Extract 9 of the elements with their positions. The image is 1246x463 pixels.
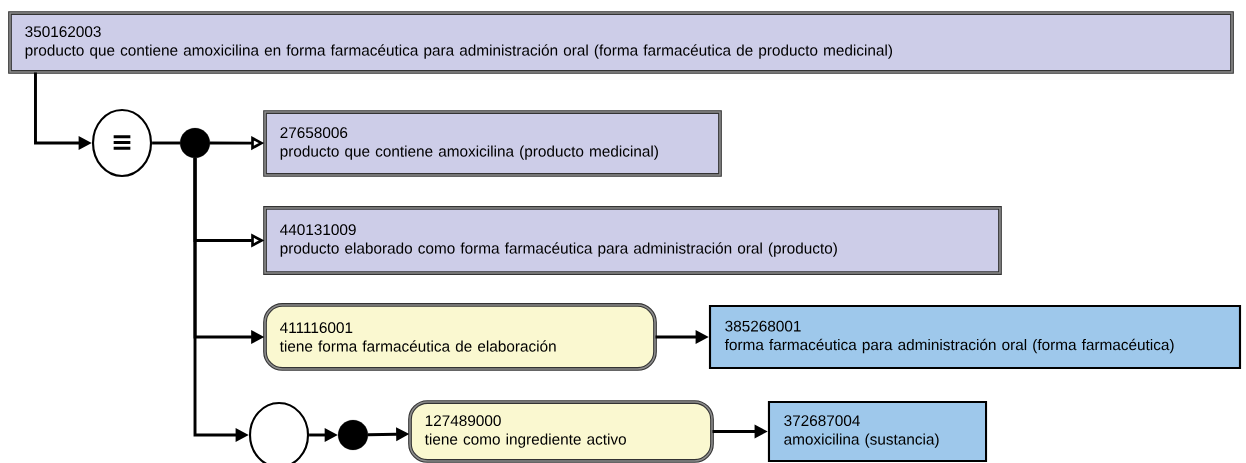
concept-box: 27658006 producto que contiene amoxicilina (producto medicinal) <box>263 110 722 177</box>
attribute-box: 411116001 tiene forma farmacéutica de elaboración <box>263 303 657 371</box>
concept-box: 350162003 producto que contiene amoxicilina en forma farmacéutica para administración oral (forma farmacéutica de producto medicinal) <box>8 11 1234 74</box>
value-box: 385268001 forma farmacéutica para administración oral (forma farmacéutica) <box>708 304 1242 370</box>
concept-box: 440131009 producto elaborado como forma farmacéutica para administración oral (producto) <box>263 206 1002 275</box>
value-box: 372687004 amoxicilina (sustancia) <box>767 400 988 462</box>
conjunction-dot <box>179 127 211 159</box>
conjunction-dot <box>337 419 369 451</box>
attribute-box: 127489000 tiene como ingrediente activo <box>408 400 714 463</box>
